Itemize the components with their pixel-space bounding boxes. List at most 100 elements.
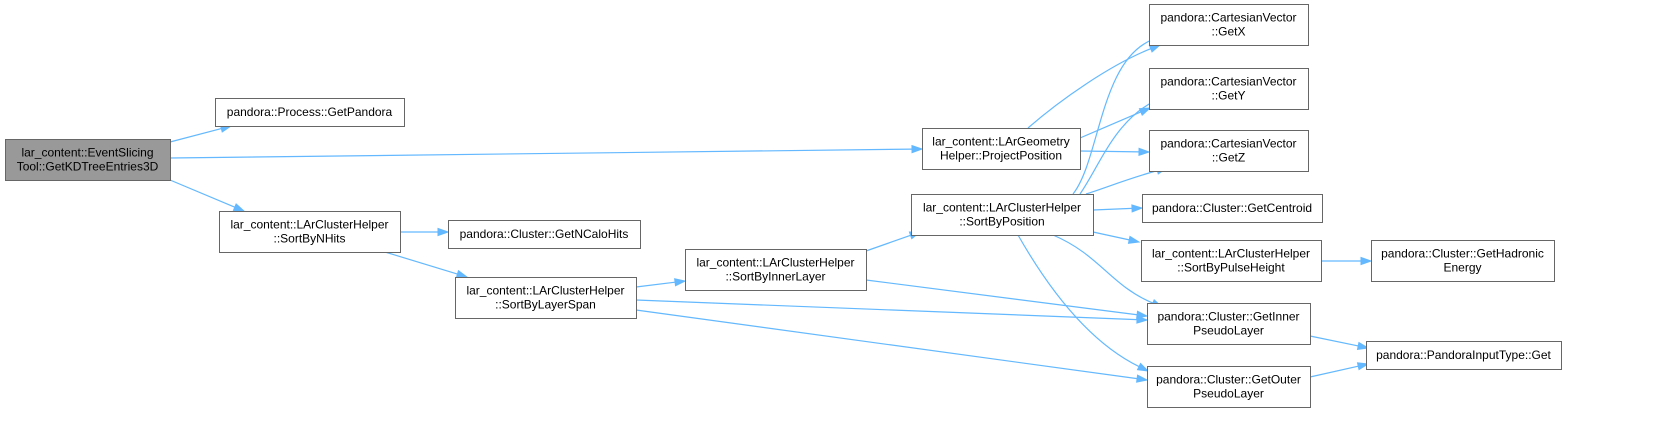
node-box xyxy=(922,128,1081,170)
edge-line xyxy=(169,179,236,208)
node-label: ::GetX xyxy=(1211,25,1245,39)
edge-projectPosition-to-getZ xyxy=(1079,147,1151,157)
edge-line xyxy=(1079,99,1157,195)
arrowhead-icon xyxy=(1136,374,1149,383)
edge-root-to-sortByNHits xyxy=(169,179,246,212)
node-label: pandora::Cluster::GetInner xyxy=(1157,310,1299,324)
node-label: ::SortByPulseHeight xyxy=(1177,261,1285,275)
node-getX[interactable]: pandora::CartesianVector::GetX xyxy=(1149,4,1309,46)
node-box xyxy=(215,98,405,127)
edge-line xyxy=(865,279,1138,316)
edge-sortByPosition-to-getOuter xyxy=(1017,234,1150,372)
edge-sortByPulseHeight-to-getHadronic xyxy=(1321,256,1373,266)
node-label: ::GetZ xyxy=(1212,151,1245,165)
edge-line xyxy=(1309,365,1359,378)
node-sortByPulseHeight[interactable]: lar_content::LArClusterHelper::SortByPul… xyxy=(1141,240,1322,282)
edge-line xyxy=(1072,39,1153,195)
edge-line xyxy=(1079,150,1140,153)
edge-sortByPosition-to-sortByPulseHeight xyxy=(1092,231,1141,244)
node-box xyxy=(1149,130,1309,172)
node-getY[interactable]: pandora::CartesianVector::GetY xyxy=(1149,68,1309,110)
node-label: ::SortByPosition xyxy=(959,215,1044,229)
node-label: lar_content::LArClusterHelper xyxy=(466,284,624,298)
node-box xyxy=(455,277,637,319)
edge-line xyxy=(635,281,676,288)
node-label: lar_content::EventSlicing xyxy=(21,146,153,160)
node-box xyxy=(5,139,171,181)
arrowhead-icon xyxy=(232,203,246,212)
edge-sortByPosition-to-getCentroid xyxy=(1092,204,1144,213)
node-box xyxy=(1147,303,1311,345)
edge-line xyxy=(1092,231,1130,241)
edge-line xyxy=(384,251,458,275)
arrowhead-icon xyxy=(437,227,450,237)
edge-projectPosition-to-getY xyxy=(1079,107,1152,139)
node-getNCaloHits[interactable]: pandora::Cluster::GetNCaloHits xyxy=(448,220,641,249)
node-pandoraInputGet[interactable]: pandora::PandoraInputType::Get xyxy=(1366,341,1562,370)
edge-line xyxy=(1085,170,1158,195)
node-sortByPosition[interactable]: lar_content::LArClusterHelper::SortByPos… xyxy=(911,194,1094,236)
edge-projectPosition-to-getX xyxy=(1027,44,1162,129)
node-label: ::SortByNHits xyxy=(273,232,345,246)
node-label: pandora::CartesianVector xyxy=(1160,11,1296,25)
edge-getInner-to-pandoraInputGet xyxy=(1309,335,1370,350)
node-label: lar_content::LArClusterHelper xyxy=(923,201,1081,215)
edge-line xyxy=(169,127,222,143)
node-label: Energy xyxy=(1443,261,1481,275)
node-box xyxy=(1371,240,1555,282)
node-label: Helper::ProjectPosition xyxy=(940,149,1062,163)
edge-line xyxy=(1017,234,1140,368)
edge-line xyxy=(1052,234,1154,304)
node-label: pandora::Process::GetPandora xyxy=(227,105,393,119)
node-getCentroid[interactable]: pandora::Cluster::GetCentroid xyxy=(1142,194,1323,223)
node-projectPosition[interactable]: lar_content::LArGeometryHelper::ProjectP… xyxy=(922,128,1081,170)
node-box xyxy=(219,211,401,253)
nodes-layer: lar_content::EventSlicingTool::GetKDTree… xyxy=(5,4,1562,408)
arrowhead-icon xyxy=(455,269,469,278)
node-sortByNHits[interactable]: lar_content::LArClusterHelper::SortByNHi… xyxy=(219,211,401,253)
node-label: ::GetY xyxy=(1211,89,1245,103)
arrowhead-icon xyxy=(1356,341,1370,350)
edge-sortByNHits-to-sortByLayerSpan xyxy=(384,251,469,278)
arrowhead-icon xyxy=(1131,204,1144,213)
node-sortByLayerSpan[interactable]: lar_content::LArClusterHelper::SortByLay… xyxy=(455,277,637,319)
arrowhead-icon xyxy=(1138,147,1151,157)
arrowhead-icon xyxy=(1148,44,1162,53)
node-box xyxy=(1142,194,1323,223)
node-label: pandora::CartesianVector xyxy=(1160,75,1296,89)
node-box xyxy=(1149,68,1309,110)
node-label: lar_content::LArClusterHelper xyxy=(696,256,854,270)
node-sortByInnerLayer[interactable]: lar_content::LArClusterHelper::SortByInn… xyxy=(685,249,867,291)
node-root[interactable]: lar_content::EventSlicingTool::GetKDTree… xyxy=(5,139,171,181)
edge-line xyxy=(1079,111,1142,139)
node-label: pandora::PandoraInputType::Get xyxy=(1376,348,1551,362)
arrowhead-icon xyxy=(1127,235,1141,244)
node-label: PseudoLayer xyxy=(1193,324,1264,338)
edge-line xyxy=(169,148,913,159)
node-label: pandora::Cluster::GetHadronic xyxy=(1381,247,1544,261)
node-getZ[interactable]: pandora::CartesianVector::GetZ xyxy=(1149,130,1309,172)
node-getPandora[interactable]: pandora::Process::GetPandora xyxy=(215,98,405,127)
node-label: pandora::Cluster::GetOuter xyxy=(1156,373,1301,387)
edge-sortByLayerSpan-to-sortByInnerLayer xyxy=(635,278,687,288)
node-label: lar_content::LArGeometry xyxy=(932,135,1069,149)
node-label: pandora::CartesianVector xyxy=(1160,137,1296,151)
node-label: PseudoLayer xyxy=(1193,387,1264,401)
node-label: lar_content::LArClusterHelper xyxy=(1152,247,1310,261)
node-box xyxy=(1147,366,1311,408)
arrowhead-icon xyxy=(674,278,687,287)
edge-sortByLayerSpan-to-getOuter xyxy=(635,309,1149,383)
edge-line xyxy=(635,299,1138,321)
edge-line xyxy=(865,234,911,252)
node-box xyxy=(448,220,641,249)
edge-sortByNHits-to-getNCaloHits xyxy=(400,227,450,237)
edge-line xyxy=(1092,207,1133,211)
node-label: lar_content::LArClusterHelper xyxy=(230,218,388,232)
edge-sortByInnerLayer-to-getInner xyxy=(865,279,1149,319)
arrowhead-icon xyxy=(1138,107,1152,117)
edge-root-to-getPandora xyxy=(169,124,233,143)
